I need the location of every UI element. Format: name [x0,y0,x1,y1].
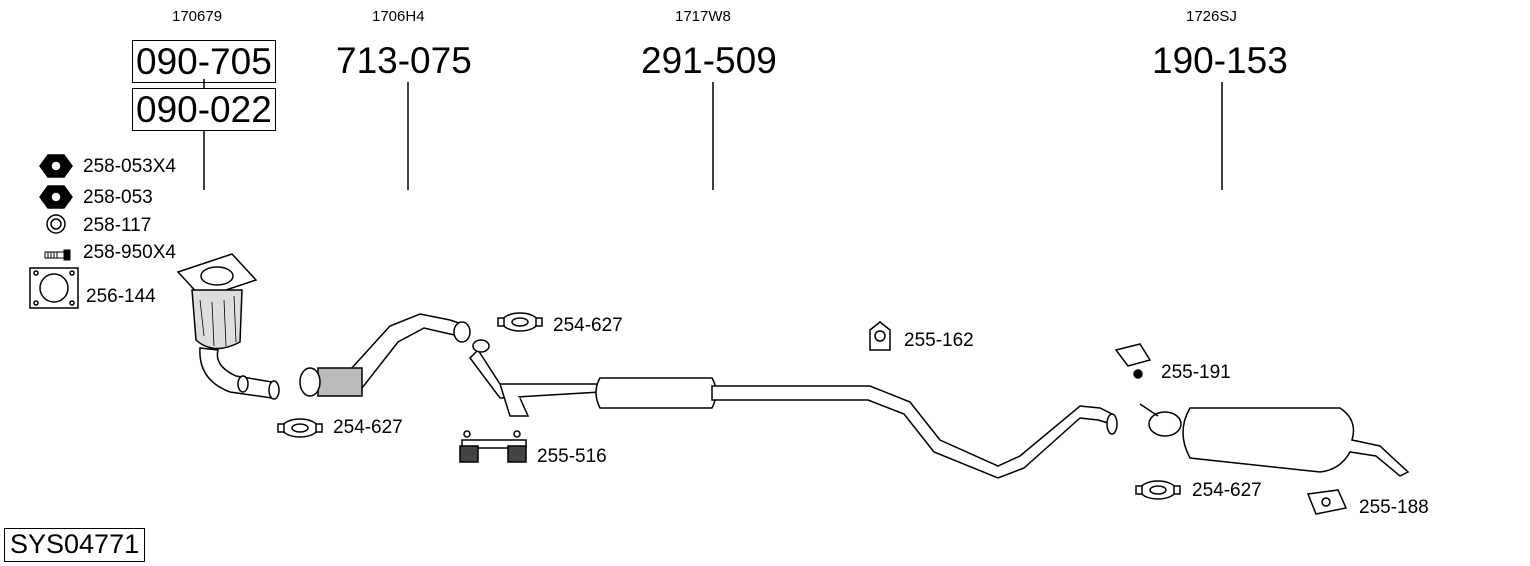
rear-silencer [1139,403,1410,477]
assembly-code-1: 170679 [172,8,223,25]
nut-set-icon [39,154,73,178]
clamp-label-front-left: 254-627 [333,417,403,438]
part-number-3: 291-509 [641,40,777,81]
gasket-label: 256-144 [86,286,156,307]
part-number-4: 190-153 [1152,40,1288,81]
ring-icon [46,214,66,234]
bolt-set-label: 258-950X4 [83,242,176,263]
clamp-icon-rear [1135,480,1181,500]
part-number-1a: 090-705 [132,40,276,83]
clamp-icon-front-left [277,418,323,438]
hanger-label-rear-bottom: 255-188 [1359,497,1429,518]
part-number-1b: 090-022 [132,88,276,131]
ring-label: 258-117 [83,215,152,236]
bolt-set-icon [44,249,71,261]
hanger-icon-mid [869,321,891,351]
nut-icon [39,185,73,209]
clamp-label-front-right: 254-627 [553,315,623,336]
assembly-code-4: 1726SJ [1186,8,1237,25]
assembly-code-3: 1717W8 [675,8,731,25]
system-code: SYS04771 [4,528,146,562]
assembly-code-2: 1706H4 [372,8,425,25]
nut-set-label: 258-053X4 [83,156,176,177]
hanger-icon-rear-top [1114,343,1152,379]
clamp-icon-front-right [497,312,543,332]
nut-label: 258-053 [83,187,153,208]
hanger-label-mid: 255-162 [904,330,974,351]
mount-icon-front [459,430,527,463]
mount-label-front: 255-516 [537,446,607,467]
gasket-icon [29,267,79,309]
clamp-label-rear: 254-627 [1192,480,1262,501]
middle-pipe [469,339,1118,479]
catalytic-converter [176,253,280,400]
part-number-2: 713-075 [336,40,472,81]
hanger-icon-rear-bottom [1306,489,1348,515]
front-pipe [299,313,471,397]
hanger-label-rear-top: 255-191 [1161,362,1231,383]
